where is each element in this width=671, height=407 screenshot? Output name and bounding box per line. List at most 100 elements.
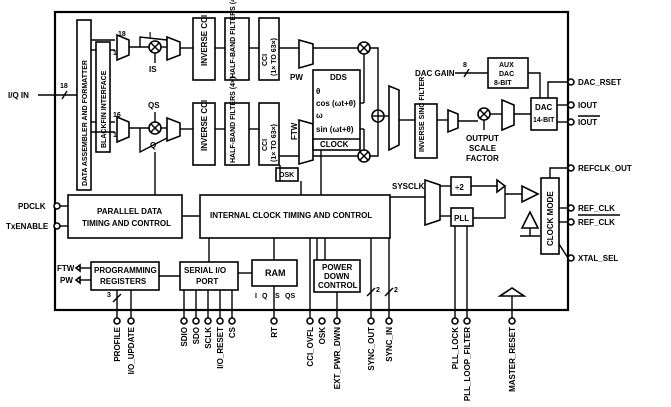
bus16b-label: 16 bbox=[113, 112, 121, 119]
mux-ftw bbox=[298, 118, 314, 166]
iout-bar-label: IOUT bbox=[578, 118, 597, 127]
pin-sync-out bbox=[367, 317, 375, 325]
pw-left-label: PW bbox=[60, 276, 73, 285]
pin-master-reset bbox=[508, 317, 516, 325]
dds-title: DDS bbox=[330, 73, 348, 82]
power-down-line1: POWER bbox=[322, 263, 352, 272]
parallel-data-block bbox=[67, 194, 183, 239]
qs-label: QS bbox=[148, 101, 160, 110]
refclk-out-label: REFCLK_OUT bbox=[578, 164, 632, 173]
pin-label-sync-in: SYNC_IN bbox=[385, 327, 394, 362]
aux-dac-line1: AUX bbox=[499, 62, 514, 69]
pdclk-label: PDCLK bbox=[18, 202, 46, 211]
mux-dac bbox=[501, 98, 515, 132]
pin-ref-clk-bar bbox=[567, 218, 575, 226]
pin-sclk bbox=[204, 317, 212, 325]
buffer-triangle-2 bbox=[520, 210, 540, 229]
bottom-pin-row bbox=[113, 317, 516, 325]
buffer-triangle-1 bbox=[521, 184, 540, 204]
pin-label-pll-lock: PLL_LOCK bbox=[451, 327, 460, 369]
pin-label-sclk: SCLK bbox=[204, 327, 213, 349]
dac-line2: 14-BIT bbox=[533, 117, 555, 124]
iout-label: IOUT bbox=[578, 101, 597, 110]
pin-label-sync-out: SYNC_OUT bbox=[367, 327, 376, 371]
ram-q-label: Q bbox=[262, 293, 268, 300]
bus18b-label: 18 bbox=[118, 31, 126, 38]
pll-label: PLL bbox=[454, 214, 469, 223]
ref-clk-bar-label: REF_CLK bbox=[578, 218, 615, 227]
data-assembler-label: DATA ASSEMBLER AND FORMATTER bbox=[82, 60, 89, 186]
pin-iout bbox=[567, 101, 575, 109]
pin-sdio bbox=[180, 317, 188, 325]
internal-clock-label: INTERNAL CLOCK TIMING AND CONTROL bbox=[210, 211, 372, 220]
cci-lower bbox=[258, 102, 280, 166]
dds-sin: sin (ωt+θ) bbox=[316, 125, 354, 134]
cci-upper-ratio: (1× TO 63×) bbox=[271, 38, 278, 76]
power-down-line3: CONTROL bbox=[318, 281, 358, 290]
sysclk-label: SYSCLK bbox=[392, 182, 425, 191]
pin-label-i-o-reset: I/O_RESET bbox=[216, 327, 225, 369]
half-band-lower bbox=[224, 102, 250, 166]
output-scale-line3: FACTOR bbox=[466, 154, 499, 163]
dac-block bbox=[530, 97, 558, 131]
half-band-upper-label: HALF-BAND FILTERS (4×) bbox=[230, 0, 237, 78]
blackfin-interface-block bbox=[95, 41, 111, 153]
pin-sync-in bbox=[385, 317, 393, 325]
serial-io-line2: PORT bbox=[196, 277, 218, 286]
dds-cos: cos (ωt+θ) bbox=[316, 99, 356, 108]
pin-ref-clk bbox=[567, 204, 575, 212]
pin-txenable bbox=[53, 222, 61, 230]
mux-q-out bbox=[166, 116, 181, 143]
txenable-label: TxENABLE bbox=[6, 222, 49, 231]
bus8-label: 8 bbox=[463, 62, 467, 69]
pin-osk bbox=[318, 317, 326, 325]
dds-theta: θ bbox=[316, 87, 320, 96]
dds-clock: CLOCK bbox=[320, 140, 349, 149]
ram-i-label: I bbox=[255, 293, 257, 300]
pin-rt bbox=[270, 317, 278, 325]
parallel-data-line1: PARALLEL DATA bbox=[97, 207, 162, 216]
ram-qs-label: QS bbox=[285, 293, 295, 300]
mux-sysclk bbox=[424, 178, 441, 227]
pin-cs bbox=[228, 317, 236, 325]
dac-line1: DAC bbox=[535, 103, 553, 112]
inverse-sinc-block bbox=[414, 103, 438, 159]
pin-cci-ovfl bbox=[306, 317, 314, 325]
pin-label-sdio: SDIO bbox=[180, 327, 189, 347]
xtal-sel-label: XTAL_SEL bbox=[578, 254, 618, 263]
ram-is-label: IS bbox=[273, 293, 280, 300]
osk-block bbox=[275, 167, 299, 182]
dac-rset-label: DAC_RSET bbox=[578, 78, 621, 87]
i-label: I bbox=[149, 31, 151, 40]
chip-outline bbox=[53, 10, 570, 312]
cci-upper bbox=[258, 17, 280, 81]
pin-i-o-update bbox=[127, 317, 135, 325]
clock-mode-label: CLOCK MODE bbox=[546, 191, 555, 246]
inverse-cci-lower bbox=[192, 102, 216, 166]
pin-label-ext-pwr-dwn: EXT_PWR_DWN bbox=[333, 327, 342, 389]
pin-pdclk bbox=[53, 202, 61, 210]
pin-pll-lock bbox=[451, 317, 459, 325]
blackfin-interface-label: BLACKFIN INTERFACE bbox=[101, 70, 108, 148]
dds-omega: ω bbox=[316, 111, 323, 120]
pin-dac-rset bbox=[567, 78, 575, 86]
power-down-line2: DOWN bbox=[324, 272, 350, 281]
is-label: IS bbox=[149, 65, 157, 74]
bus2a-label: 2 bbox=[376, 287, 380, 294]
pll-block bbox=[450, 207, 474, 227]
serial-io-block bbox=[179, 261, 239, 291]
pin-label-cs: CS bbox=[228, 326, 237, 338]
ftw-label: FTW bbox=[290, 122, 299, 140]
pin-label-sdo: SDO bbox=[192, 327, 201, 344]
inverse-sinc-label: INVERSE SINC FILTER bbox=[419, 77, 426, 152]
data-assembler-block bbox=[76, 19, 92, 191]
aux-dac-line3: 8-BIT bbox=[494, 80, 512, 87]
serial-io-line1: SERIAL I/O bbox=[184, 266, 226, 275]
cci-upper-label: CCI bbox=[262, 54, 269, 66]
pin-label-i-o-update: I/O_UPDATE bbox=[127, 326, 136, 374]
mux-upper bbox=[116, 33, 130, 62]
inverse-cci-upper-label: INVERSE CCI bbox=[200, 15, 209, 66]
output-scale-line2: SCALE bbox=[469, 144, 497, 153]
